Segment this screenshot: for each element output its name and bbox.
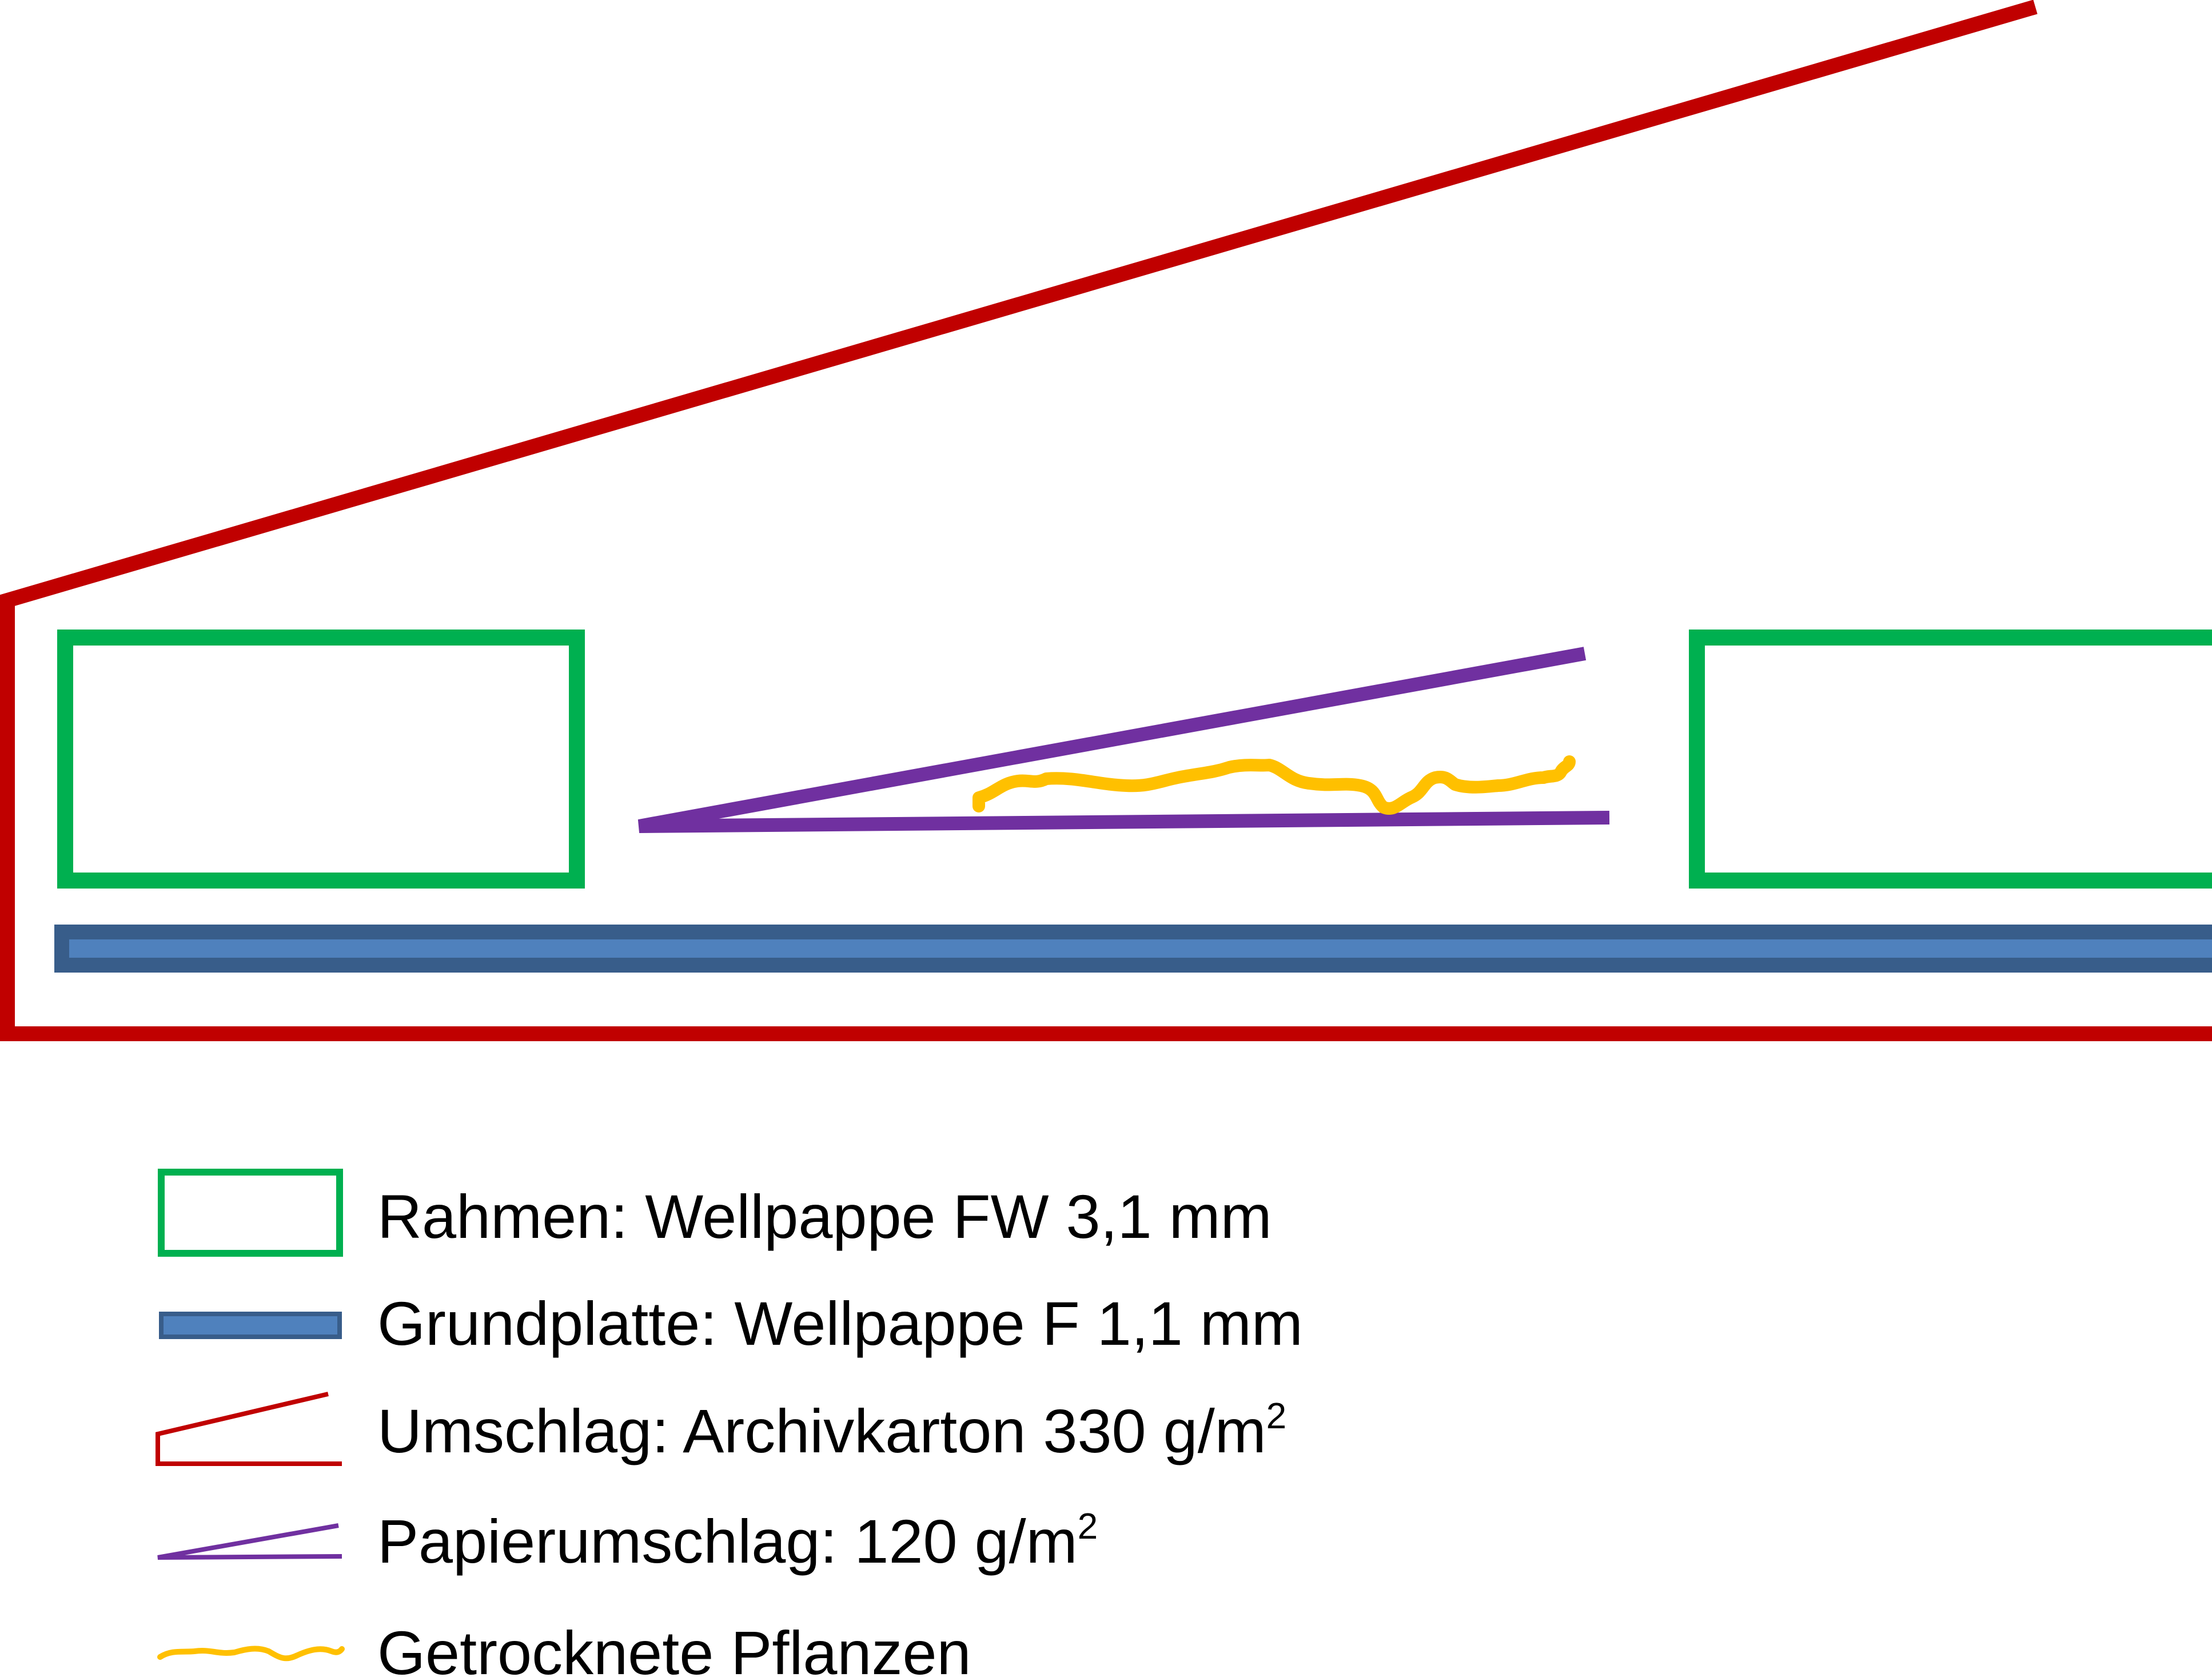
paper-cover (637, 647, 1610, 833)
legend-item-cover: Umschlag: Archivkarton 330 g/m2 (156, 1392, 1286, 1466)
dried-plants (973, 755, 1576, 815)
legend-base-plate-swatch (159, 1312, 342, 1339)
legend-label-base-plate: Grundplatte: Wellpappe F 1,1 mm (377, 1289, 1303, 1358)
legend-item-paper-cover: Papierumschlag: 120 g/m2 (157, 1505, 1098, 1576)
cross-section (0, 0, 2212, 1041)
legend-plants-swatch (157, 1646, 345, 1662)
legend-item-frame: Rahmen: Wellpappe FW 3,1 mm (158, 1169, 1272, 1257)
cover-outline (0, 0, 2212, 1041)
legend-paper-cover-swatch (157, 1523, 342, 1560)
legend-cover-swatch (156, 1392, 342, 1466)
legend-item-base-plate: Grundplatte: Wellpappe F 1,1 mm (159, 1289, 1303, 1358)
legend: Rahmen: Wellpappe FW 3,1 mm Grundplatte:… (156, 1169, 1303, 1677)
legend-label-cover: Umschlag: Archivkarton 330 g/m2 (377, 1395, 1286, 1465)
legend-label-plants: Getrocknete Pflanzen (377, 1618, 971, 1677)
legend-frame-swatch (158, 1169, 343, 1257)
legend-item-plants: Getrocknete Pflanzen (157, 1618, 971, 1677)
frame-left (57, 630, 585, 889)
legend-label-paper-cover: Papierumschlag: 120 g/m2 (377, 1505, 1098, 1576)
frame-right (1689, 630, 2212, 889)
legend-label-frame: Rahmen: Wellpappe FW 3,1 mm (377, 1182, 1272, 1251)
